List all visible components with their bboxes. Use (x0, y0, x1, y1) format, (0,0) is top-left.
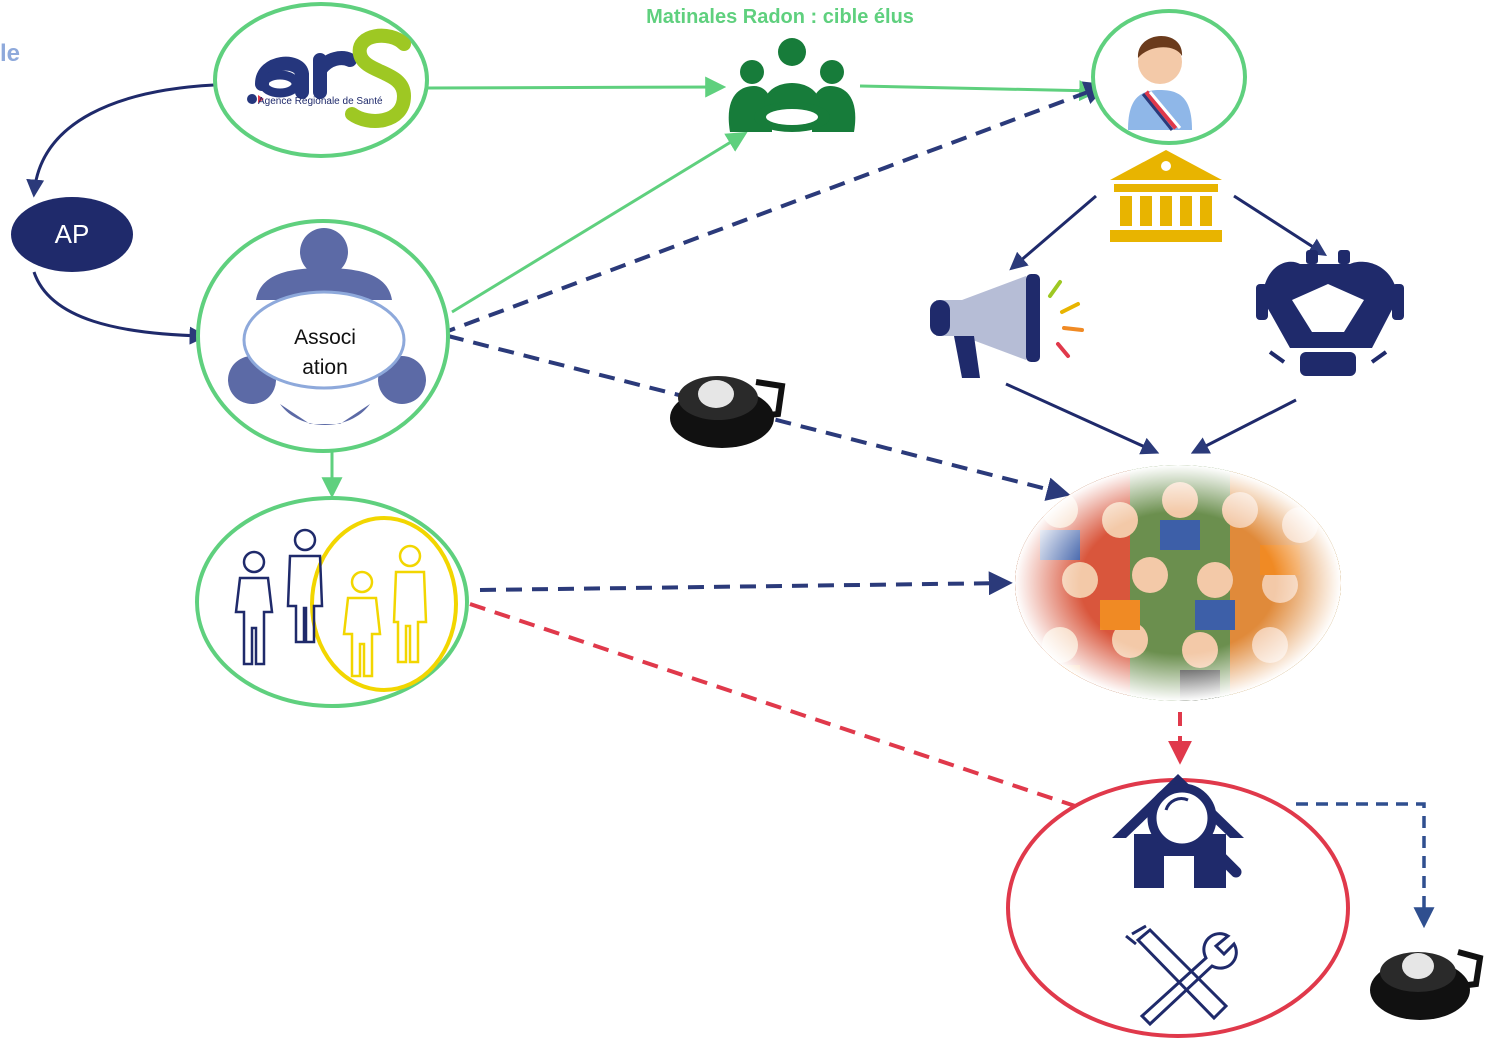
arrow-ars-to-ap (26, 83, 215, 198)
arrow-ap-to-association (32, 271, 208, 345)
arrow-people-to-crowd (479, 571, 1013, 596)
arrow-conference-to-crowd (1190, 398, 1297, 454)
association-label-line2: ation (302, 356, 348, 379)
association-node (196, 219, 450, 453)
page-title-fragment: le (0, 40, 21, 67)
house-search-icon (1112, 774, 1244, 888)
conference-table-icon (1256, 250, 1404, 376)
arrow-megaphone-to-crowd (1005, 382, 1160, 455)
town-hall-icon (1110, 150, 1222, 242)
radon-detector-icon (1370, 949, 1484, 1020)
crowd-icon (1015, 465, 1341, 701)
ars-node (213, 2, 429, 158)
arrow-association-to-mayor (439, 81, 1109, 336)
ars-logo-icon (247, 28, 412, 128)
group-meeting-icon (728, 38, 856, 132)
arrow-ars-to-meeting (427, 76, 727, 98)
people-node (195, 496, 469, 708)
house-inspection-node (1006, 774, 1350, 1038)
tools-icon (1125, 924, 1238, 1027)
association-label: Associ ation (246, 307, 404, 399)
mayor-icon (1128, 35, 1192, 131)
arrow-association-to-meeting (451, 131, 748, 314)
megaphone-icon (930, 274, 1084, 378)
radon-detector-icon (670, 376, 786, 448)
arrow-meeting-to-mayor (859, 80, 1101, 102)
mayor-node (1091, 9, 1247, 145)
ars-subtitle: Agence Régionale de Santé (258, 96, 383, 107)
arrow-townhall-to-megaphone (1009, 194, 1097, 271)
arrow-people-to-house (469, 602, 1143, 833)
ap-node: AP (11, 197, 133, 272)
matinales-label: Matinales Radon : cible élus (646, 6, 914, 28)
people-workers-icon (234, 528, 428, 678)
association-label-line1: Associ (294, 326, 356, 349)
arrow-house-to-detector (1296, 802, 1435, 929)
ap-label: AP (54, 219, 90, 249)
arrow-townhall-to-conference (1233, 194, 1328, 256)
